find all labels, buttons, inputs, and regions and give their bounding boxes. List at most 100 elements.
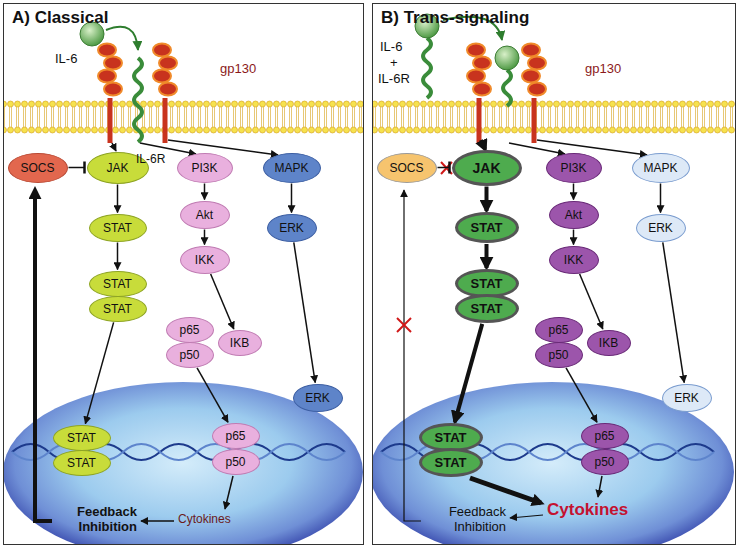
signal-arrow [204,230,206,245]
signal-arrow [580,274,603,329]
node-label: IKK [564,253,583,267]
signal-arrow [566,368,597,422]
gp130-domain [528,83,546,96]
gp130-domain [473,57,491,70]
node-label: p65 [225,429,245,443]
plus-sign: + [390,56,398,71]
receptor-label: gp130 [220,62,256,77]
panel-title: A) Classical [12,8,108,28]
node-label: SOCS [389,161,423,175]
signal-arrow [485,187,489,212]
pathway-oval: p50 [166,342,214,368]
signal-arrow [117,185,119,213]
il6r-coil [134,58,142,142]
signal-arrow [660,184,662,213]
output-label: Cytokines [547,500,628,520]
stat-oval: STAT [53,425,111,451]
panel: A) ClassicalSOCS JAK STAT STAT STAT PI3K AktIK… [3,3,364,545]
signal-arrow [197,368,228,422]
node-label: STAT [67,431,96,445]
gp130-domain [159,83,177,96]
mapk-oval: MAPK [263,153,321,183]
gp130-domain [528,57,546,70]
gp130-domain [467,44,485,57]
gp130-domain [467,70,485,83]
node-label: IKB [230,336,249,350]
pathway-oval: p65 [581,423,629,449]
panel-title: B) Trans-signaling [381,8,529,28]
stat-oval: STAT [419,448,483,477]
receptor-label: IL-6R [378,72,410,87]
pathway-oval: p50 [535,342,583,368]
node-label: ERK [648,221,673,235]
pathway-oval: IKK [549,246,599,274]
inhibition-line [69,167,85,169]
il6r-coil [423,38,431,98]
node-label: p65 [548,323,568,337]
stat-oval: STAT [89,214,147,242]
output-label: Cytokines [178,513,231,527]
node-label: PI3K [191,161,217,175]
node-label: STAT [103,302,132,316]
node-label: ERK [674,391,699,405]
gp130-domain [522,44,540,57]
pathway-oval: Akt [549,201,599,229]
gp130-domain [104,83,122,96]
node-label: STAT [67,456,96,470]
pathway-oval: Akt [180,201,230,229]
mapk-oval: ERK [636,214,686,242]
node-label: Akt [565,208,582,222]
pathway-oval: p65 [166,317,214,343]
node-label: SOCS [20,161,54,175]
pathway-oval: p50 [581,449,629,475]
pathway-oval: PI3K [546,153,602,183]
signal-arrow [573,230,575,245]
node-label: ERK [279,221,304,235]
mapk-oval: ERK [662,384,712,412]
node-label: p50 [225,455,245,469]
node-label: STAT [470,276,502,291]
stat-oval: STAT [455,294,519,323]
node-label: JAK [106,161,128,175]
signal-arrow [663,242,684,382]
node-label: STAT [434,455,466,470]
node-label: p65 [179,323,199,337]
ligand-label: IL-6 [55,52,77,67]
pathway-oval: p50 [212,449,260,475]
node-label: p50 [179,348,199,362]
inhibition-line [438,167,450,169]
signal-arrow [294,242,315,382]
pathway-oval: PI3K [177,153,233,183]
inhibitor-oval: SOCS [377,153,437,183]
pathway-oval: p65 [535,317,583,343]
pathway-oval: IKB [218,330,262,356]
signal-arrow [573,184,575,200]
node-label: STAT [470,220,502,235]
gp130-domain [159,57,177,70]
gp130-chain [108,98,113,143]
kinase-oval: JAK [452,150,522,186]
node-label: PI3K [560,161,586,175]
mapk-oval: MAPK [632,153,690,183]
mapk-oval: ERK [293,384,343,412]
gp130-chain [477,98,482,143]
node-label: STAT [103,221,132,235]
node-label: p50 [548,348,568,362]
gp130-domain [473,83,491,96]
node-label: ERK [305,391,330,405]
node-label: p65 [594,429,614,443]
pathway-oval: p65 [212,423,260,449]
il6-sphere [495,46,519,70]
node-label: MAPK [274,161,308,175]
pathway-oval: IKK [180,246,230,274]
signal-arrow [455,324,482,422]
panel: B) Trans-signalingSOCS JAK STAT STAT STAT PI3… [372,3,736,545]
gp130-domain [153,44,171,57]
node-label: p50 [594,455,614,469]
signal-arrow [117,243,119,270]
gp130-domain [522,70,540,83]
node-label: STAT [434,430,466,445]
gp130-chain [532,98,537,143]
node-label: JAK [472,160,500,176]
gp130-domain [104,57,122,70]
